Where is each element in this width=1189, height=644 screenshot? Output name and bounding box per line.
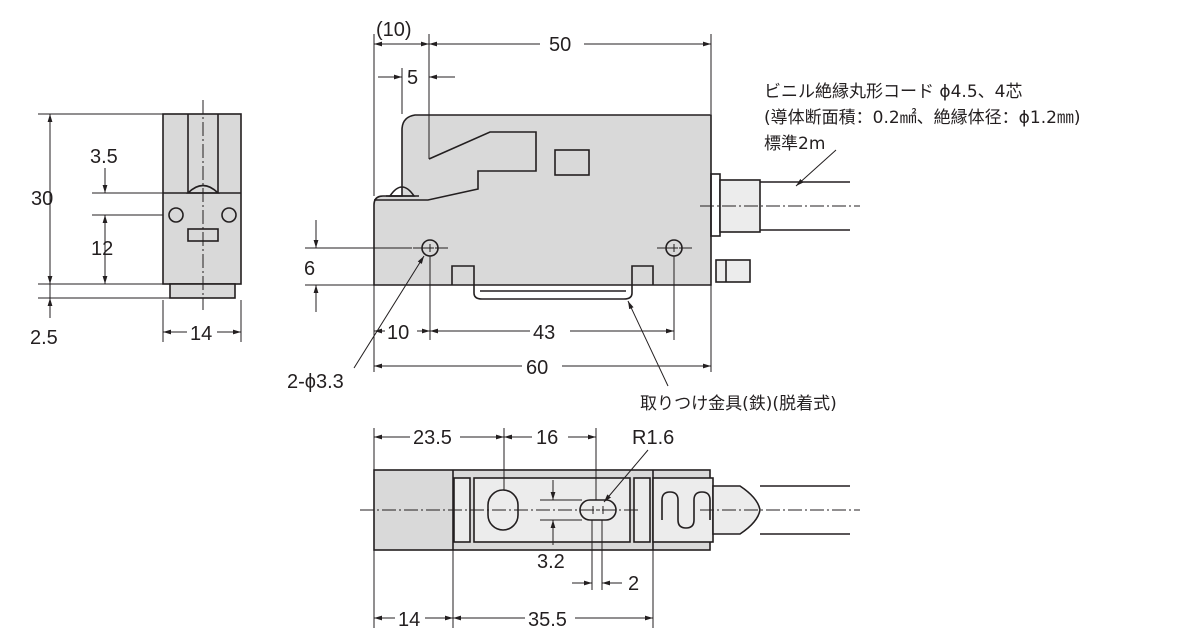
side-view: 30 3.5 12 2.5 14 <box>30 100 242 349</box>
dim-2: 2 <box>628 573 639 595</box>
dim-3-2: 3.2 <box>537 551 565 573</box>
dim-16: 16 <box>536 427 558 449</box>
dim-23-5: 23.5 <box>413 427 452 449</box>
dim-holes: 2-ϕ3.3 <box>287 371 344 393</box>
cable-note-line1: ビニル絶縁丸形コード ϕ4.5、4芯 <box>764 82 1022 102</box>
dim-3-5: 3.5 <box>90 146 118 168</box>
side-view-body <box>162 113 242 285</box>
dim-10: 10 <box>387 322 409 344</box>
dim-14-bottom: 14 <box>398 609 420 631</box>
dim-12: 12 <box>91 238 113 260</box>
dim-30: 30 <box>31 188 53 210</box>
side-view-hole-left <box>168 207 184 223</box>
dim-50: 50 <box>549 34 571 56</box>
spring-icon <box>661 491 711 529</box>
dim-6: 6 <box>304 258 315 280</box>
dim-60: 60 <box>526 357 548 379</box>
dim-43: 43 <box>533 322 555 344</box>
dim-r1-6: R1.6 <box>632 427 674 449</box>
side-connector <box>715 259 751 283</box>
dim-10-paren: (10) <box>376 19 412 41</box>
front-view: (10) 50 5 6 10 43 60 2-ϕ3.3 取りつけ金具(鉄)(脱着… <box>287 19 1081 414</box>
bottom-view: 23.5 16 R1.6 3.2 2 14 35.5 <box>360 426 860 631</box>
dim-2-5: 2.5 <box>30 327 58 349</box>
dim-35-5: 35.5 <box>528 609 567 631</box>
cable-note-line3: 標準2m <box>764 134 825 154</box>
side-view-hole-right <box>221 207 237 223</box>
cable-note-line2: (導体断面積：0.2㎟、絶縁体径：ϕ1.2㎜) <box>764 108 1081 128</box>
dim-14-side: 14 <box>190 323 212 345</box>
mounting-bracket <box>451 265 654 300</box>
bracket-note: 取りつけ金具(鉄)(脱着式) <box>640 394 837 414</box>
dim-5: 5 <box>407 67 418 89</box>
bottom-cable-gland <box>712 485 761 535</box>
front-view-indicator <box>554 149 590 176</box>
